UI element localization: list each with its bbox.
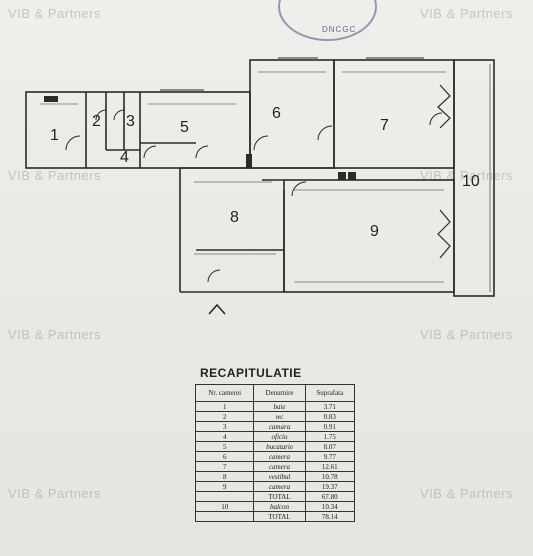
cell-name: balcon	[253, 501, 306, 512]
watermark: VIB & Partners	[8, 486, 101, 501]
cell-nr: 6	[194, 451, 255, 462]
watermark: VIB & Partners	[8, 327, 101, 342]
watermark: VIB & Partners	[420, 6, 513, 21]
col-header-name: Denumire	[253, 384, 306, 402]
watermark: VIB & Partners	[8, 168, 101, 183]
cell-name: camera	[253, 461, 306, 472]
cell-name: oficiu	[253, 431, 306, 442]
table-header-row: Nr. camerei Denumire Suprafata	[194, 384, 356, 402]
watermark: VIB & Partners	[8, 6, 101, 21]
cell-nr: 5	[194, 441, 255, 452]
cell-area: 0.91	[304, 421, 356, 432]
cell-nr: 3	[194, 421, 255, 432]
cell-name: baie	[253, 401, 306, 412]
cell-nr: 4	[194, 431, 255, 442]
cell-name: TOTAL	[253, 511, 306, 522]
cell-area: 10.34	[304, 501, 356, 512]
col-header-area: Suprafata	[304, 384, 356, 402]
cell-nr: 10	[194, 501, 255, 512]
room-number: 4	[120, 149, 129, 166]
cell-area: 78.14	[304, 511, 356, 522]
room-number: 6	[272, 105, 281, 122]
room-number: 2	[92, 113, 101, 130]
cell-name: camera	[253, 481, 306, 492]
recap-title: RECAPITULATIE	[200, 366, 302, 380]
cell-name: camera	[253, 451, 306, 462]
cell-area: 0.83	[304, 411, 356, 422]
room-number: 9	[370, 223, 379, 240]
cell-area: 10.78	[304, 471, 356, 482]
cell-nr: 2	[194, 411, 255, 422]
cell-area: 8.07	[304, 441, 356, 452]
cell-area: 3.71	[304, 401, 356, 412]
entrance-arrow-icon	[208, 303, 226, 315]
cell-area: 67.80	[304, 491, 356, 502]
room-number: 1	[50, 127, 59, 144]
room-number: 7	[380, 117, 389, 134]
cell-name: camara	[253, 421, 306, 432]
watermark: VIB & Partners	[420, 327, 513, 342]
floor-plan: 1 2 3 4 5 6 7 8 9 10	[25, 57, 495, 297]
room-number: 8	[230, 209, 239, 226]
cell-area: 12.61	[304, 461, 356, 472]
cell-nr: 8	[194, 471, 255, 482]
cell-nr	[194, 511, 255, 522]
cell-area: 1.75	[304, 431, 356, 442]
cell-area: 19.37	[304, 481, 356, 492]
room-number: 5	[180, 119, 189, 136]
cell-name: wc	[253, 411, 306, 422]
room-number: 3	[126, 113, 135, 130]
cell-nr: 1	[194, 401, 255, 412]
cell-name: TOTAL	[253, 491, 306, 502]
cell-nr	[194, 491, 255, 502]
cell-name: vestibul	[253, 471, 306, 482]
cell-nr: 9	[194, 481, 255, 492]
watermark: VIB & Partners	[420, 486, 513, 501]
col-header-nr: Nr. camerei	[194, 384, 255, 402]
cell-nr: 7	[194, 461, 255, 472]
stamp-label: DNCGC	[322, 25, 357, 34]
cell-name: bucatarie	[253, 441, 306, 452]
room-number: 10	[462, 173, 480, 190]
cell-area: 9.77	[304, 451, 356, 462]
